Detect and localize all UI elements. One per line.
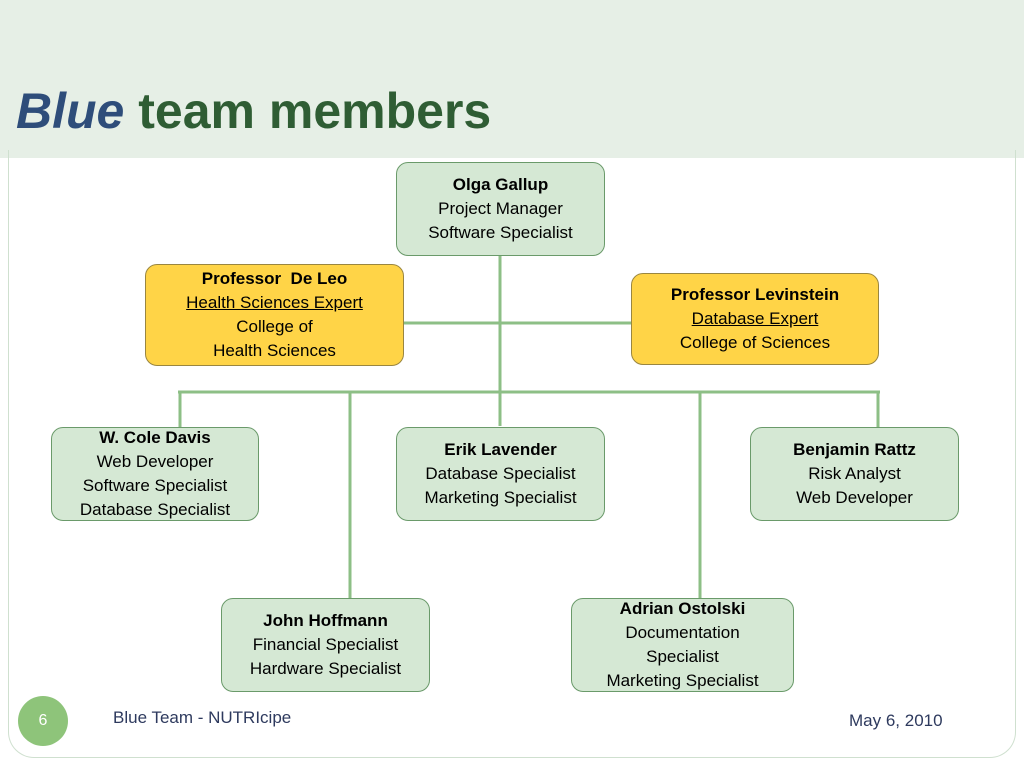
node-member-davis: W. Cole Davis Web Developer Software Spe… <box>51 427 259 521</box>
node-role: Marketing Specialist <box>424 488 577 507</box>
node-name: W. Cole Davis <box>99 428 211 447</box>
footer-date: May 6, 2010 <box>849 711 943 730</box>
node-name: Adrian Ostolski <box>619 599 746 618</box>
page-number-badge: 6 <box>18 696 68 746</box>
node-role: Software Specialist <box>428 223 573 242</box>
node-role: Hardware Specialist <box>249 659 402 678</box>
node-name: Benjamin Rattz <box>793 440 916 459</box>
node-name: Professor Levinstein <box>670 285 840 304</box>
title-emphasis: Blue <box>16 83 125 139</box>
slide-frame <box>8 150 1016 758</box>
node-role: Financial Specialist <box>252 635 399 654</box>
node-role: College of Sciences <box>679 333 831 352</box>
node-role: Database Specialist <box>79 500 231 519</box>
node-role: Health Sciences <box>213 341 336 360</box>
node-member-hoffmann: John Hoffmann Financial Specialist Hardw… <box>221 598 430 692</box>
node-name: Erik Lavender <box>444 440 557 459</box>
node-role: Health Sciences Expert <box>186 293 363 312</box>
node-role: Web Developer <box>796 488 913 507</box>
node-advisor-left: Professor De Leo Health Sciences Expert … <box>145 264 404 366</box>
node-advisor-right: Professor Levinstein Database Expert Col… <box>631 273 879 365</box>
node-name: John Hoffmann <box>263 611 388 630</box>
title-rest: team members <box>138 83 492 139</box>
node-member-ostolski: Adrian Ostolski Documentation Specialist… <box>571 598 794 692</box>
node-name: Professor De Leo <box>201 269 348 288</box>
node-role: College of <box>236 317 313 336</box>
footer-left-text: Blue Team - NUTRIcipe <box>113 708 292 727</box>
slide-title: Blue team members <box>16 84 491 139</box>
node-role: Marketing Specialist <box>606 671 759 690</box>
node-role: Database Specialist <box>425 464 576 483</box>
node-role: Web Developer <box>96 452 214 471</box>
header-band <box>0 0 1024 158</box>
node-name: Olga Gallup <box>452 175 549 194</box>
node-role: Specialist <box>646 647 719 666</box>
node-member-lavender: Erik Lavender Database Specialist Market… <box>396 427 605 521</box>
node-role: Risk Analyst <box>808 464 901 483</box>
node-role: Documentation <box>625 623 740 642</box>
node-role: Database Expert <box>691 309 819 328</box>
node-role: Software Specialist <box>82 476 228 495</box>
node-role: Project Manager <box>438 199 563 218</box>
node-manager: Olga Gallup Project Manager Software Spe… <box>396 162 605 256</box>
node-member-rattz: Benjamin Rattz Risk Analyst Web Develope… <box>750 427 959 521</box>
